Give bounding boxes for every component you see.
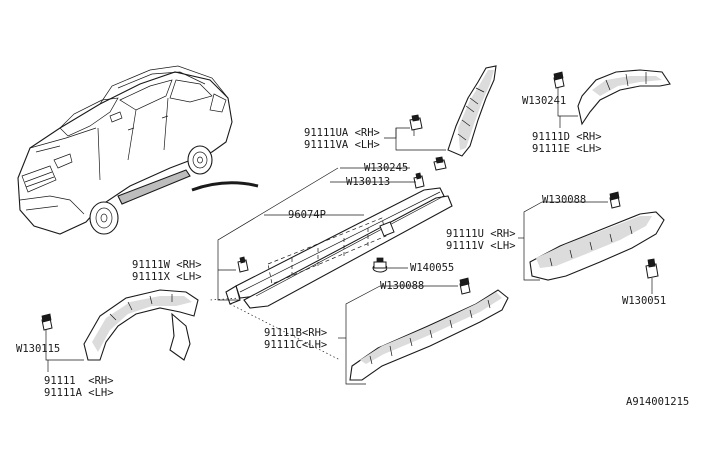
label-91111d: 91111D <RH> [532,131,602,143]
label-96074p: 96074P [288,209,326,221]
label-91111: 91111 <RH> [44,375,114,387]
label-91111b: 91111B<RH> [264,327,327,339]
label-91111ua: 91111UA <RH> [304,127,380,139]
side-sill-assembly [209,187,453,361]
label-91111w: 91111W <RH> [132,259,202,271]
label-w130088-upper: W130088 [542,194,586,206]
label-w130245: W130245 [364,162,408,174]
label-91111a: 91111A <LH> [44,387,114,399]
label-91111v: 91111V <LH> [446,240,516,252]
clip-icon [459,277,471,295]
rear-upper-molding [447,65,497,157]
label-91111u: 91111U <RH> [446,228,516,240]
label-w130088-lower: W130088 [380,280,424,292]
label-91111c: 91111C<LH> [264,339,327,351]
grommet-icon [372,257,388,273]
label-91111e: 91111E <LH> [532,143,602,155]
clip-icon [609,191,621,209]
right-side-molding [529,211,665,281]
clip-icon [41,313,53,344]
label-91111x: 91111X <LH> [132,271,202,283]
clip-icon [237,256,249,273]
diagram-id: A914001215 [626,396,689,408]
label-w130241: W130241 [522,95,566,107]
lower-side-molding [349,289,509,381]
clip-icon [433,156,447,171]
label-w130051: W130051 [622,295,666,307]
rear-arch-molding [577,69,671,126]
label-w140055: W140055 [410,262,454,274]
label-w130113: W130113 [346,176,390,188]
clip-icon [413,172,425,189]
clip-icon [553,71,565,98]
label-w130115: W130115 [16,343,60,355]
label-91111va: 91111VA <LH> [304,139,380,151]
vehicle-illustration [17,65,233,235]
front-arch-molding [83,289,199,361]
pointer-arrow [191,181,259,192]
clip-icon [645,258,659,294]
clip-icon [409,114,423,136]
